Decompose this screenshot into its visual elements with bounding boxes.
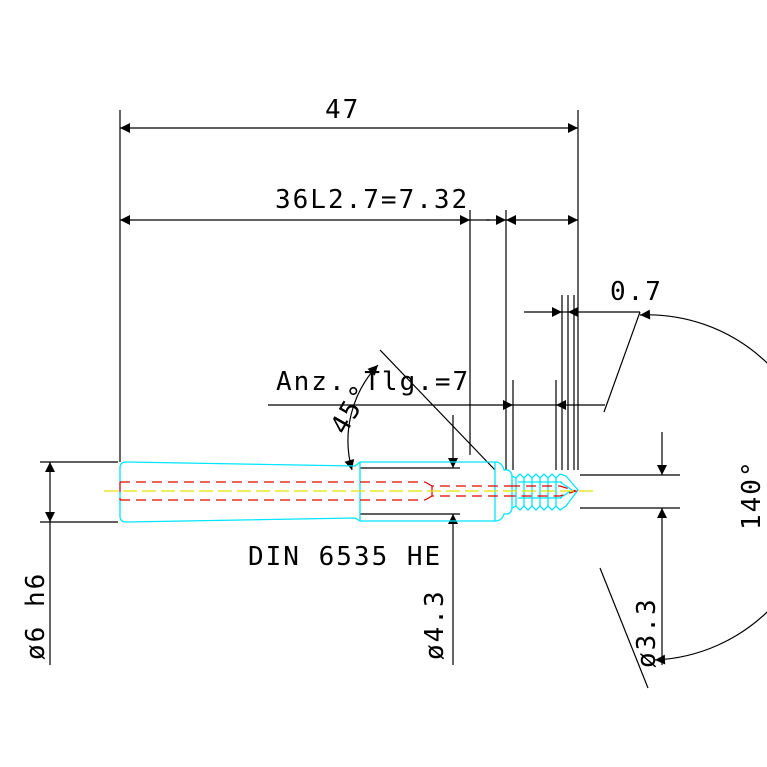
dimension-neck-diameter: ø4.3 [420, 415, 458, 665]
dimension-shank-diameter: ø6 h6 [21, 462, 55, 665]
overall-length-label: 47 [325, 95, 360, 125]
hidden-lines [119, 481, 579, 501]
chamfer-label: 0.7 [610, 277, 663, 307]
flute-length-label: 36L2.7=7.32 [275, 185, 469, 215]
neck-diameter-label: ø4.3 [420, 589, 450, 660]
thread-diameter-label: ø3.3 [632, 597, 662, 668]
tool-body [119, 461, 579, 523]
dimension-point-angle: 140° [599, 309, 767, 689]
extension-lines [40, 110, 680, 523]
dimension-overall-length: 47 [120, 95, 578, 133]
standard-label: DIN 6535 HE [248, 542, 442, 572]
dimension-teeth-count: Anz. Tlg.=7 [268, 367, 605, 410]
shank-diameter-label: ø6 h6 [21, 572, 51, 660]
dimension-chamfer: 0.7 [524, 277, 663, 413]
point-angle-label: 140° [737, 459, 767, 530]
shank-outline [119, 461, 513, 523]
thread-section [511, 473, 579, 511]
dimension-flute-length: 36L2.7=7.32 [120, 185, 578, 225]
dimension-thread-diameter: ø3.3 [632, 432, 667, 668]
